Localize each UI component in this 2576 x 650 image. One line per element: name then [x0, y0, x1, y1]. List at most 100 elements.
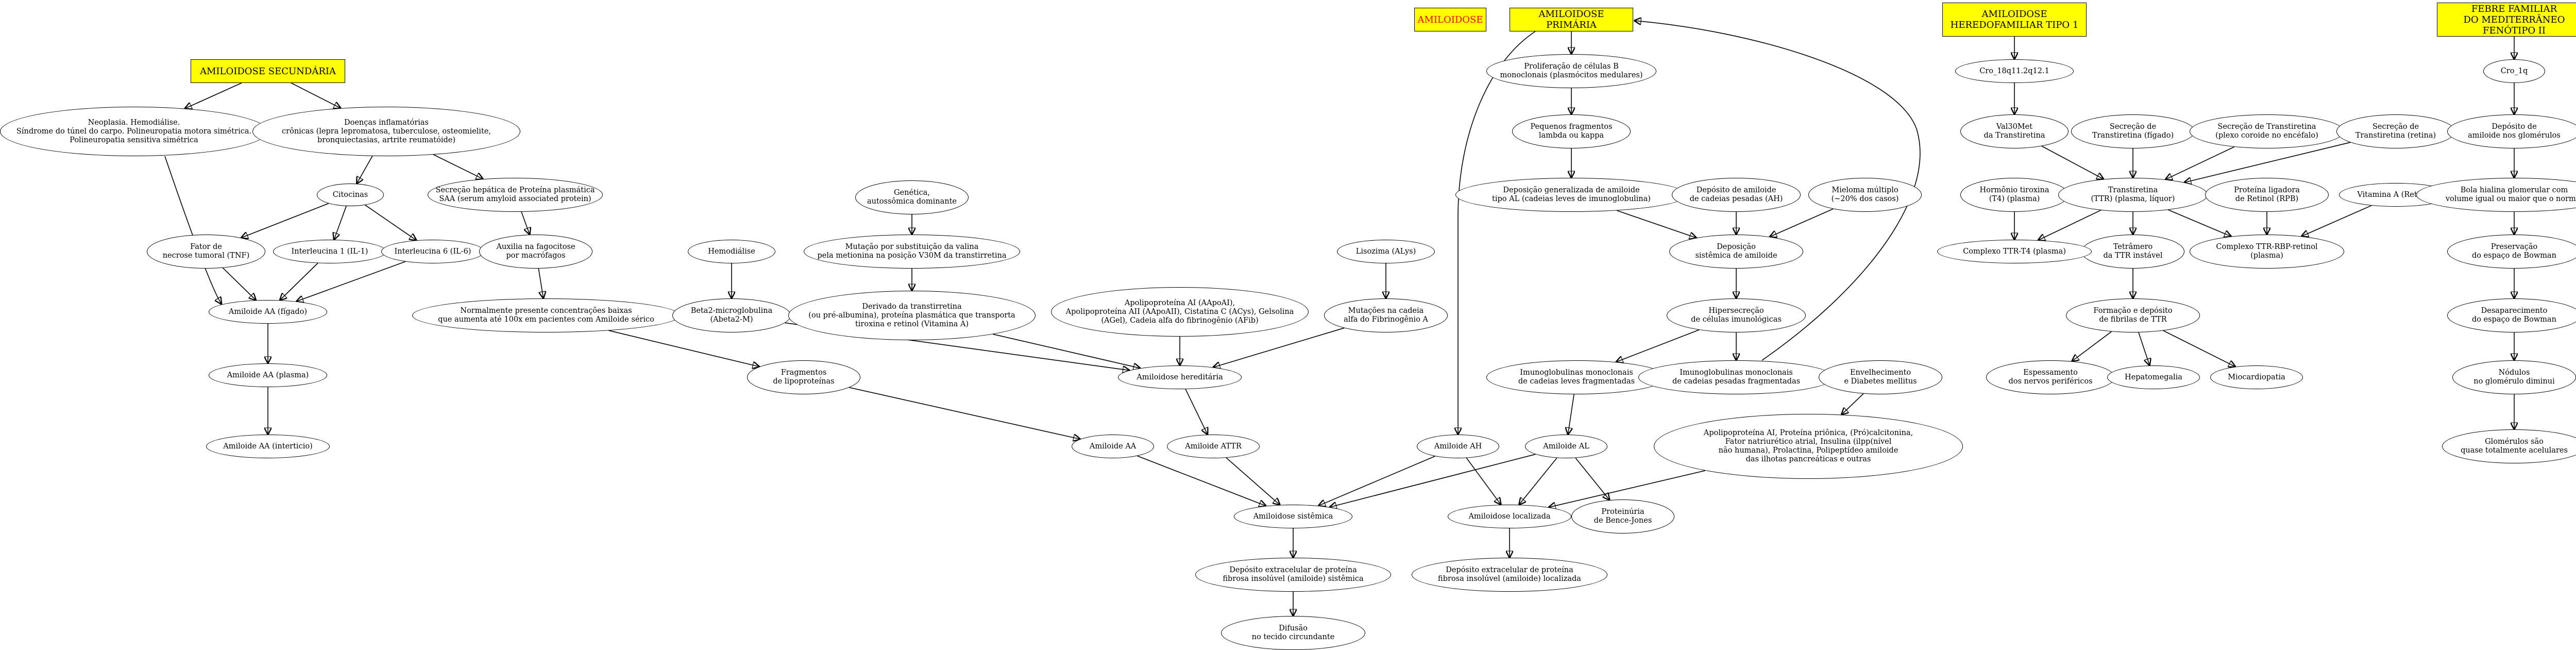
node-deposito-glom: Depósito de amiloide nos glomérulos — [2447, 114, 2576, 148]
node-derivado-ttr: Derivado da transtirretina (ou pré-album… — [788, 291, 1036, 340]
edge-amil-ah-to-amiloidose-sist — [1318, 456, 1435, 506]
node-amil-secundaria: AMILOIDOSE SECUNDÁRIA — [191, 59, 345, 83]
node-preservacao: Preservação do espaço de Bowman — [2447, 235, 2576, 269]
edge-amil-al-to-amiloidose-sist — [1330, 454, 1536, 507]
node-il1: Interleucina 1 (IL-1) — [273, 240, 386, 263]
edge-ttr-to-complexo-rbp — [2168, 209, 2231, 237]
edge-amil-aa-to-amiloidose-sist — [1137, 455, 1266, 506]
node-aa-intersticio: Amiloide AA (interticio) — [206, 435, 330, 458]
node-mieloma: Mieloma múltiplo (~20% dos casos) — [1808, 178, 1922, 212]
node-deposito-sist: Depósito extracelular de proteína fibros… — [1195, 558, 1391, 592]
node-deposito-local: Depósito extracelular de proteína fibros… — [1412, 558, 1607, 592]
node-hemodialise: Hemodiálise — [688, 240, 775, 263]
node-aa-plasma: Amiloide AA (plasma) — [209, 363, 327, 387]
node-glomerulos: Glomérulos são quase totalmente acelular… — [2442, 429, 2576, 463]
node-amil-attr: Amiloide ATTR — [1167, 435, 1260, 458]
node-sec-plexo: Secreção de Transtiretina (plexo coroide… — [2190, 114, 2344, 148]
node-febre: FEBRE FAMILIAR DO MEDITERRÂNEO FENÓTIPO … — [2437, 3, 2576, 37]
node-cro1: Cro_1q — [2483, 59, 2545, 83]
node-secrecao-saa: Secreção hepática de Proteína plasmática… — [428, 178, 603, 212]
edge-formacao-to-miocardio — [2163, 330, 2235, 366]
node-envelhecimento: Envelhecimento e Diabetes mellitus — [1819, 360, 1942, 394]
edge-normalmente-to-fragmentos-lipo — [608, 330, 760, 366]
edge-ttr-to-complexo-t4 — [2038, 210, 2102, 240]
node-imuno-leves: Imunoglobulinas monoclonais de cadeias l… — [1486, 360, 1667, 394]
node-genetica: Genética, autossômica dominante — [855, 180, 969, 214]
node-deposito-ah: Depósito de amiloide de cadeias pesadas … — [1672, 178, 1801, 212]
node-mutacao-val: Mutação por substituição da valina pela … — [804, 235, 1020, 269]
node-mutacoes-fib: Mutações na cadeia alfa do Fibrinogênio … — [1324, 298, 1448, 332]
edge-mieloma-to-deposicao-sist — [1770, 208, 1834, 237]
node-tetramero: Tetrâmero da TTR instável — [2081, 235, 2184, 269]
node-desaparecimento: Desaparecimento do espaço de Bowman — [2447, 298, 2576, 332]
node-complexo-t4: Complexo TTR-T4 (plasma) — [1937, 240, 2092, 263]
edge-val30-to-ttr — [2041, 145, 2104, 179]
node-proteina-rbp: Proteína ligadora de Retinol (RPB) — [2205, 178, 2329, 212]
edge-amil-al-to-amiloidose-local — [1519, 457, 1557, 505]
edge-doencas-infl-to-secrecao-saa — [433, 154, 483, 179]
node-bola: Bola hialina glomerular com volume igual… — [2416, 178, 2576, 212]
node-nodulos: Nódulos no glomérulo diminui — [2452, 360, 2576, 394]
node-amil-aa: Amiloide AA — [1072, 435, 1154, 458]
node-tnf: Fator de necrose tumoral (TNF) — [147, 235, 265, 269]
node-complexo-rbp: Complexo TTR-RBP-retinol (plasma) — [2190, 235, 2344, 269]
edge-amil-hered-to-amil-attr — [1185, 389, 1208, 435]
edge-sec-retina-to-ttr — [2184, 142, 2351, 182]
node-amil-tipo1: AMILOIDOSE HEREDOFAMILIAR TIPO 1 — [1942, 3, 2087, 37]
node-sec-retina: Secreção de Transtiretina (retina) — [2336, 114, 2455, 148]
node-bence: Proteinúria de Bence-Jones — [1571, 499, 1674, 534]
edge-il6-to-aa-figado — [296, 261, 406, 302]
edge-citocinas-to-tnf — [241, 203, 329, 238]
node-doencas-infl: Doenças inflamatórias crônicas (lepra le… — [252, 107, 520, 156]
edge-deposicao-gen-to-deposicao-sist — [1617, 210, 1697, 238]
node-amiloidose: AMILOIDOSE — [1414, 8, 1486, 31]
node-miocardio: Miocardiopatia — [2210, 365, 2303, 389]
edge-citocinas-to-il1 — [334, 206, 347, 240]
node-prolif: Proliferação de células B monoclonais (p… — [1486, 54, 1656, 88]
node-amil-ah: Amiloide AH — [1417, 435, 1499, 458]
node-apolipo-list: Apolipoproteína AI (AApoAI), Apolipoprot… — [1051, 287, 1309, 337]
node-cro18: Cro_18q11.2q12.1 — [1955, 59, 2074, 83]
node-auxilia: Auxilia na fagocitose por macrófagos — [479, 235, 592, 269]
node-il6: Interleucina 6 (IL-6) — [381, 240, 484, 263]
node-val30: Val30Met da Transtiretina — [1960, 114, 2069, 148]
edge-neoplasia-to-aa-figado — [164, 156, 222, 304]
node-hormonio: Hormônio tiroxina (T4) (plasma) — [1960, 178, 2069, 212]
node-espessamento: Espessamento dos nervos periféricos — [1986, 360, 2115, 394]
node-ttr: Transtiretina (TTR) (plasma, líquor) — [2058, 178, 2208, 212]
node-hepato: Hepatomegalia — [2107, 365, 2200, 389]
edge-amil-ah-to-amiloidose-local — [1466, 458, 1501, 505]
edge-formacao-to-hepato — [2138, 332, 2149, 365]
edge-auxilia-to-normalmente — [538, 268, 543, 298]
node-lisozima: Lisozima (ALys) — [1337, 240, 1435, 263]
edge-fragmentos-lipo-to-amil-aa — [849, 387, 1080, 439]
edge-amil-attr-to-amiloidose-sist — [1226, 457, 1280, 505]
node-pequenos: Pequenos fragmentos lambda ou kappa — [1512, 114, 1631, 148]
node-normalmente: Normalmente presente concentrações baixa… — [412, 298, 680, 332]
edge-formacao-to-espessamento — [2072, 331, 2112, 361]
node-deposicao-gen: Deposição generalizada de amiloide tipo … — [1455, 178, 1687, 212]
edge-citocinas-to-il6 — [365, 205, 417, 241]
edge-mutacoes-fib-to-amil-hered — [1213, 327, 1345, 367]
node-deposicao-sist: Deposição sistêmica de amiloide — [1669, 235, 1803, 269]
edge-sec-plexo-to-ttr — [2165, 146, 2235, 179]
edge-derivado-ttr-to-amil-hered — [993, 334, 1140, 368]
edge-envelhecimento-to-apolipo-ai — [1841, 393, 1864, 415]
node-amil-hered: Amiloidose hereditária — [1118, 365, 1242, 389]
edge-amil-secundaria-to-neoplasia — [185, 82, 242, 109]
node-imuno-pesadas: Imunoglobulinas monoclonais de cadeias p… — [1638, 360, 1834, 394]
node-amil-primaria: AMILOIDOSE PRIMÁRIA — [1510, 8, 1633, 31]
edge-il1-to-aa-figado — [280, 262, 318, 301]
node-amiloidose-local: Amiloidose localizada — [1448, 505, 1571, 528]
node-amiloidose-sist: Amiloidose sistêmica — [1234, 505, 1352, 528]
node-citocinas: Citocinas — [317, 184, 384, 206]
edge-hipersecrecao-to-imuno-leves — [1616, 329, 1700, 362]
node-hipersecrecao: Hipersecreção de células imunológicas — [1667, 298, 1806, 332]
edge-apolipo-ai-to-amiloidose-local — [1549, 470, 1706, 507]
node-fragmentos-lipo: Fragmentos de lipoproteínas — [747, 360, 860, 394]
node-neoplasia: Neoplasia. Hemodiálise. Síndrome do túne… — [0, 107, 268, 156]
node-sec-figado: Secreção de Transtiretina (fígado) — [2071, 114, 2195, 148]
node-apolipo-ai: Apolipoproteína AI, Proteína priônica, (… — [1654, 414, 1963, 479]
edge-amil-secundaria-to-doencas-infl — [291, 82, 341, 108]
